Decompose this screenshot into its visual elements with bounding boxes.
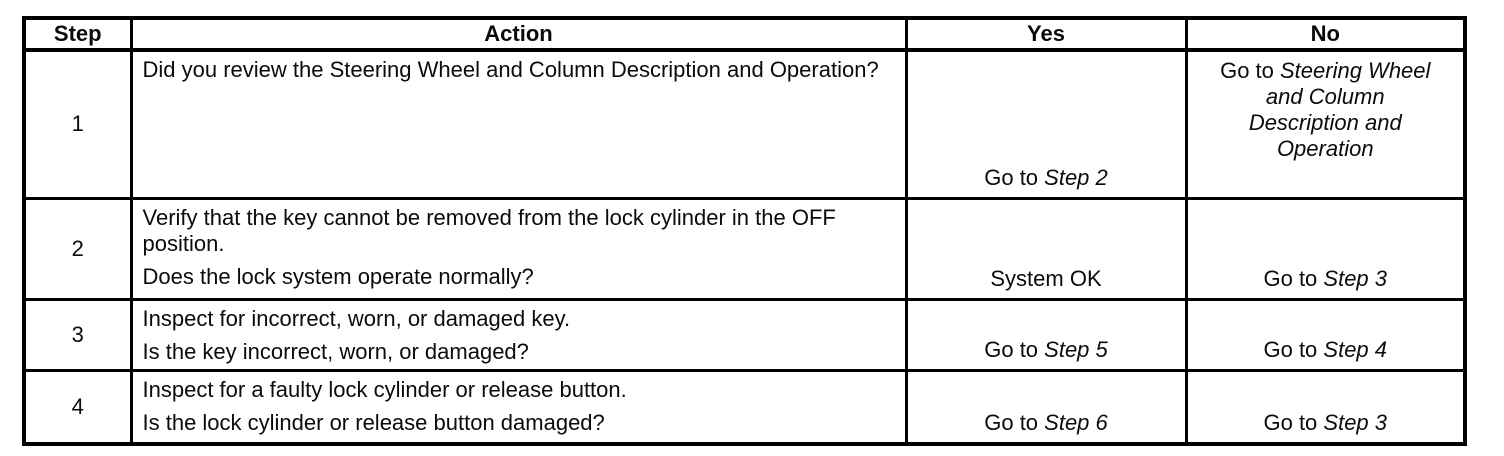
column-header-yes: Yes <box>904 16 1188 52</box>
action-cell: Inspect for incorrect, worn, or damaged … <box>129 297 908 372</box>
yes-step-ref: Step 6 <box>1044 410 1108 435</box>
no-step-ref: Step 3 <box>1323 265 1388 291</box>
yes-cell: System OK <box>904 196 1188 301</box>
action-question: Does the lock system operate normally? <box>142 263 534 289</box>
action-question: Is the lock cylinder or release button d… <box>142 409 605 435</box>
action-question: Is the key incorrect, worn, or damaged? <box>142 338 529 364</box>
yes-text: Go to <box>984 164 1045 190</box>
yes-text: System OK <box>990 265 1102 291</box>
no-cell: Go to Steering Wheel and Column Descript… <box>1184 48 1467 200</box>
yes-step-ref: Step 5 <box>1044 336 1108 362</box>
column-header-step: Step <box>22 16 133 52</box>
action-cell: Inspect for a faulty lock cylinder or re… <box>129 368 908 446</box>
no-cell: Go to Step 3 <box>1184 196 1467 301</box>
no-step-ref: Step 4 <box>1323 336 1388 362</box>
step-number: 2 <box>22 196 133 301</box>
no-line: Go to Steering Wheel <box>1192 58 1460 84</box>
action-statement: Inspect for incorrect, worn, or damaged … <box>142 305 571 331</box>
no-cell: Go to Step 3 <box>1184 368 1467 446</box>
action-cell: Did you review the Steering Wheel and Co… <box>129 48 908 200</box>
no-step-ref: Step 3 <box>1323 410 1388 435</box>
no-text: Go to <box>1220 58 1280 83</box>
action-statement: Verify that the key cannot be removed fr… <box>142 204 836 256</box>
step-number: 1 <box>22 48 133 200</box>
no-line: and Column <box>1265 84 1385 109</box>
no-text: Go to <box>1263 336 1324 362</box>
yes-cell: Go to Step 2 <box>904 48 1188 200</box>
column-header-action: Action <box>129 16 908 52</box>
yes-step-ref: Step 2 <box>1044 164 1108 190</box>
table-row-step-2: 2 Verify that the key cannot be removed … <box>22 196 1467 301</box>
step-number: 4 <box>22 368 133 446</box>
table-row-step-1: 1 Did you review the Steering Wheel and … <box>22 48 1467 200</box>
yes-cell: Go to Step 5 <box>904 297 1188 372</box>
yes-text: Go to <box>984 410 1045 435</box>
table-row-step-3: 3 Inspect for incorrect, worn, or damage… <box>22 297 1467 372</box>
no-line: Description and <box>1248 110 1402 135</box>
no-text: Go to <box>1263 265 1324 291</box>
yes-text: Go to <box>984 336 1045 362</box>
action-cell: Verify that the key cannot be removed fr… <box>129 196 908 301</box>
no-cell: Go to Step 4 <box>1184 297 1467 372</box>
action-statement: Did you review the Steering Wheel and Co… <box>142 57 879 82</box>
table-row-step-4: 4 Inspect for a faulty lock cylinder or … <box>22 368 1467 446</box>
diagnostic-table: Step Action Yes No 1 Did you review the … <box>22 16 1467 446</box>
column-header-no: No <box>1184 16 1467 52</box>
no-text: Go to <box>1263 410 1324 435</box>
step-number: 3 <box>22 297 133 372</box>
action-statement: Inspect for a faulty lock cylinder or re… <box>142 376 627 402</box>
yes-cell: Go to Step 6 <box>904 368 1188 446</box>
no-line: Operation <box>1276 136 1374 161</box>
no-doc-ref: Steering Wheel <box>1280 58 1431 83</box>
header-row: Step Action Yes No <box>22 16 1467 52</box>
